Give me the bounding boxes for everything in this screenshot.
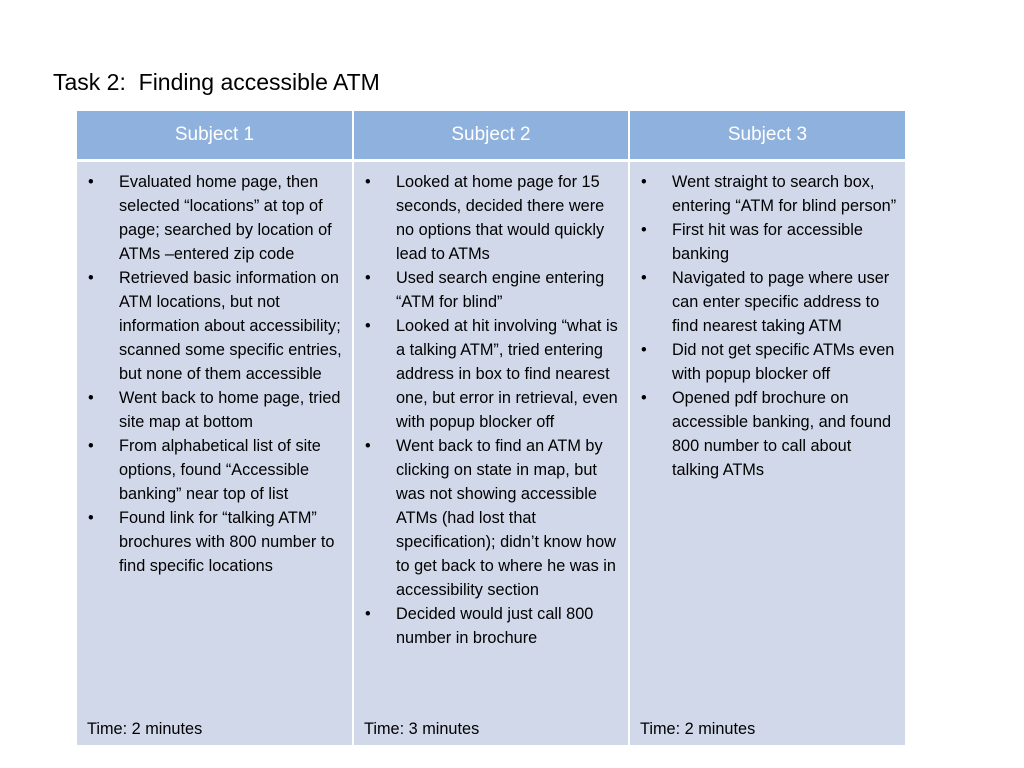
subject-3-cell: • Went straight to search box, entering “… [629, 160, 905, 745]
bullet-icon: • [365, 269, 371, 287]
list-item: • Retrieved basic information on ATM loca… [77, 266, 344, 386]
list-item-text: Navigated to page where user can enter s… [672, 269, 890, 335]
header-subject-1: Subject 1 [77, 111, 354, 162]
list-item: • Went straight to search box, entering “… [630, 170, 897, 218]
subject-3-time: Time: 2 minutes [640, 720, 756, 738]
slide-title: Task 2: Finding accessible ATM [53, 69, 380, 95]
header-subject-2: Subject 2 [353, 111, 630, 162]
list-item: • Navigated to page where user can enter … [630, 266, 897, 338]
bullet-icon: • [365, 437, 371, 455]
subject-3-list: • Went straight to search box, entering “… [630, 162, 905, 482]
body-row: • Evaluated home page, then selected “loc… [77, 160, 905, 745]
bullet-icon: • [88, 389, 94, 407]
list-item-text: Retrieved basic information on ATM locat… [119, 269, 342, 383]
bullet-icon: • [641, 389, 647, 407]
list-item-text: Looked at home page for 15 seconds, deci… [396, 173, 605, 263]
subjects-table: Subject 1 Subject 2 Subject 3 • Evaluated… [77, 111, 905, 745]
subject-1-cell: • Evaluated home page, then selected “loc… [77, 160, 354, 745]
bullet-icon: • [88, 509, 94, 527]
bullet-icon: • [641, 221, 647, 239]
bullet-icon: • [365, 173, 371, 191]
subject-2-time: Time: 3 minutes [364, 720, 480, 738]
list-item-text: First hit was for accessible banking [672, 221, 863, 263]
list-item: • Found link for “talking ATM” brochures … [77, 506, 344, 578]
list-item-text: Decided would just call 800 number in br… [396, 605, 594, 647]
subject-1-time: Time: 2 minutes [87, 720, 203, 738]
list-item-text: Looked at hit involving “what is a talki… [396, 317, 618, 431]
list-item: • Decided would just call 800 number in b… [354, 602, 620, 650]
bullet-icon: • [641, 269, 647, 287]
list-item: • Did not get specific ATMs even with pop… [630, 338, 897, 386]
list-item-text: Used search engine entering “ATM for bli… [396, 269, 605, 311]
subject-2-list: • Looked at home page for 15 seconds, dec… [354, 162, 628, 650]
header-subject-3: Subject 3 [629, 111, 905, 162]
list-item-text: Went back to home page, tried site map a… [119, 389, 341, 431]
bullet-icon: • [641, 341, 647, 359]
list-item: • Used search engine entering “ATM for bl… [354, 266, 620, 314]
bullet-icon: • [365, 605, 371, 623]
subject-1-list: • Evaluated home page, then selected “loc… [77, 162, 352, 578]
list-item-text: Did not get specific ATMs even with popu… [672, 341, 895, 383]
list-item-text: From alphabetical list of site options, … [119, 437, 321, 503]
list-item-text: Found link for “talking ATM” brochures w… [119, 509, 335, 575]
bullet-icon: • [88, 437, 94, 455]
list-item-text: Went back to find an ATM by clicking on … [396, 437, 616, 599]
list-item: • Evaluated home page, then selected “loc… [77, 170, 344, 266]
list-item-text: Evaluated home page, then selected “loca… [119, 173, 332, 263]
list-item-text: Went straight to search box, entering “A… [672, 173, 897, 215]
bullet-icon: • [641, 173, 647, 191]
list-item: • First hit was for accessible banking [630, 218, 897, 266]
subject-2-cell: • Looked at home page for 15 seconds, dec… [353, 160, 630, 745]
list-item: • Looked at hit involving “what is a talk… [354, 314, 620, 434]
list-item: • Went back to home page, tried site map … [77, 386, 344, 434]
list-item: • Looked at home page for 15 seconds, dec… [354, 170, 620, 266]
bullet-icon: • [88, 269, 94, 287]
bullet-icon: • [365, 317, 371, 335]
header-row: Subject 1 Subject 2 Subject 3 [77, 111, 905, 162]
list-item: • Opened pdf brochure on accessible banki… [630, 386, 897, 482]
list-item: • From alphabetical list of site options,… [77, 434, 344, 506]
list-item-text: Opened pdf brochure on accessible bankin… [672, 389, 892, 479]
list-item: • Went back to find an ATM by clicking on… [354, 434, 620, 602]
bullet-icon: • [88, 173, 94, 191]
